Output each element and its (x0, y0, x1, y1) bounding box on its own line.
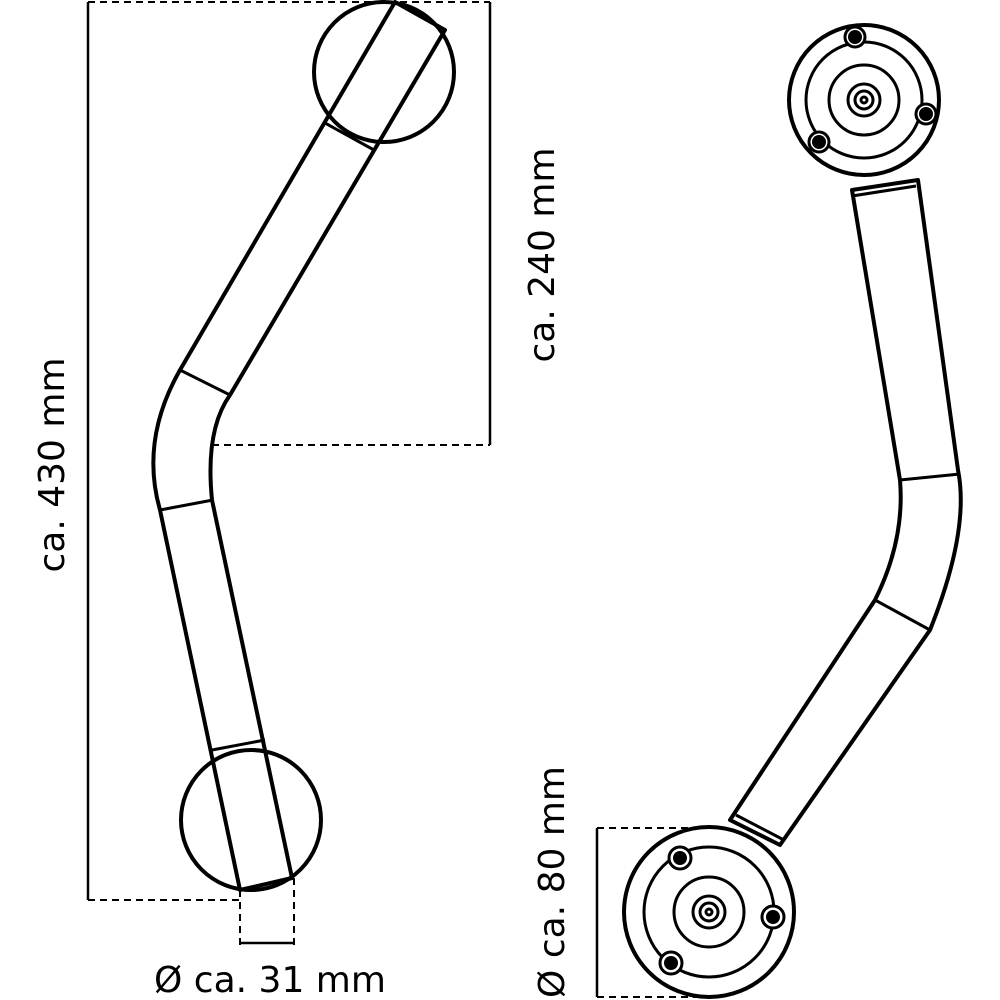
rosette-diameter-label: Ø ca. 80 mm (532, 766, 573, 998)
screw-icon (664, 956, 678, 970)
bottom-rosette-side (179, 748, 323, 892)
offset-length-label: ca. 240 mm (522, 147, 563, 362)
screw-icon (673, 851, 687, 865)
handle-tube-front (728, 178, 963, 847)
screw-icon (848, 30, 862, 44)
screw-icon (766, 910, 780, 924)
screw-icon (812, 135, 826, 149)
total-length-label: ca. 430 mm (32, 357, 73, 572)
front-view (622, 23, 963, 999)
top-rosette-side (312, 0, 456, 144)
dimension-lines (86, 1, 710, 998)
screw-icon (919, 107, 933, 121)
bottom-rosette-front (622, 825, 796, 999)
tube-diameter-label: Ø ca. 31 mm (154, 960, 386, 1000)
top-rosette-front (787, 23, 941, 177)
